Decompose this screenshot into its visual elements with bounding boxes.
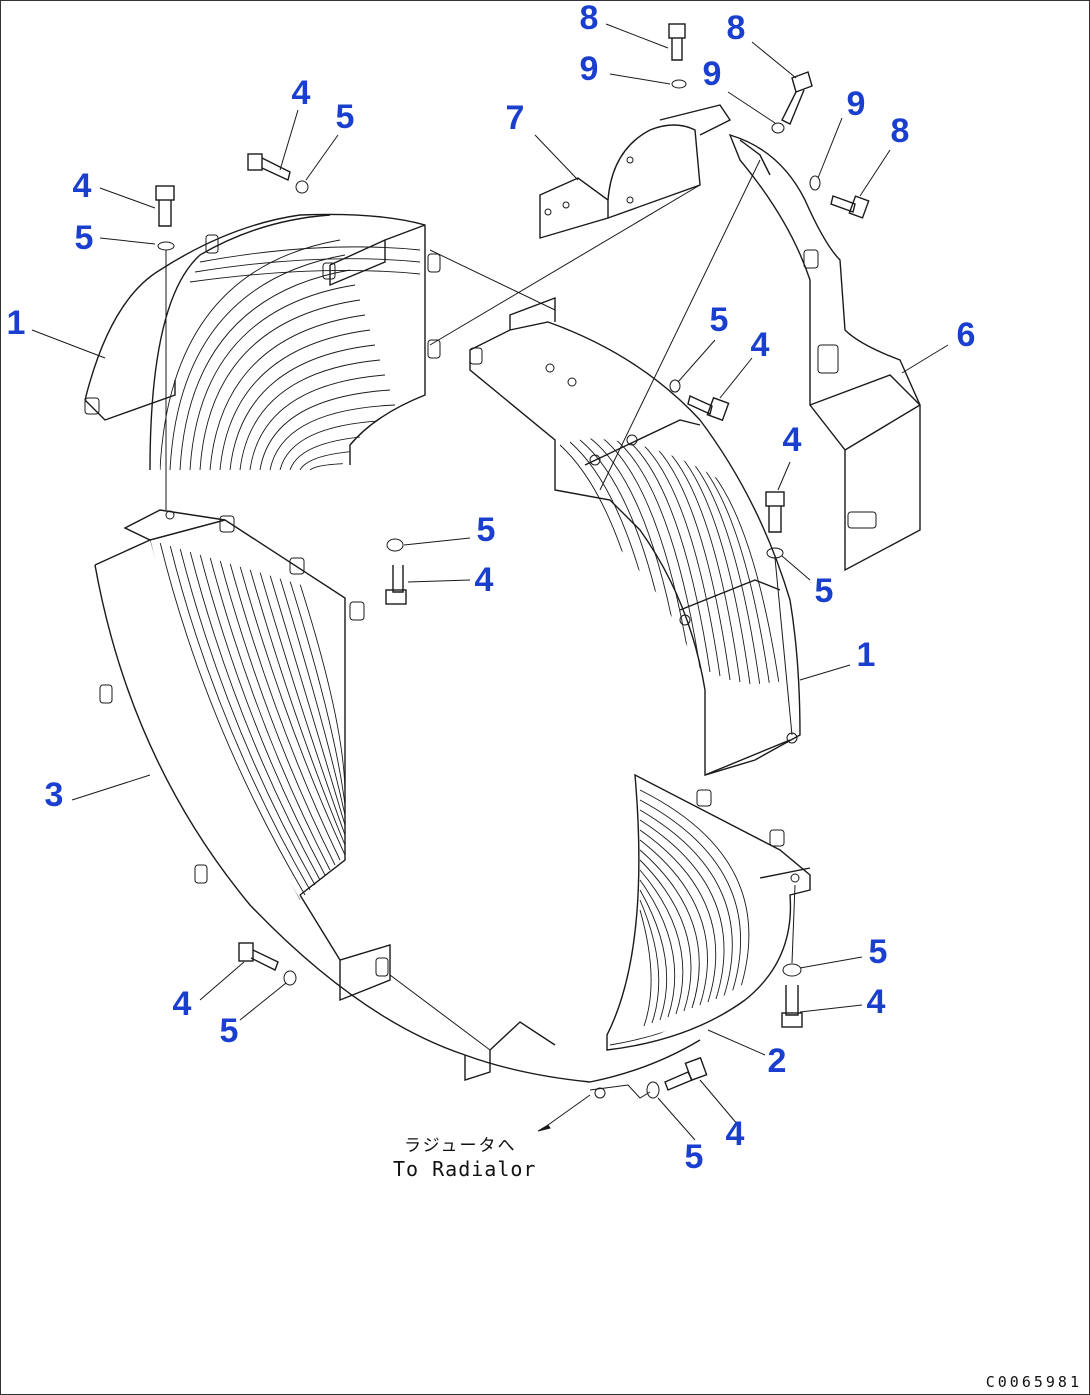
callout-8: 8 — [579, 0, 599, 37]
callout-4: 4 — [782, 421, 802, 459]
bolt-right-8a — [781, 71, 813, 125]
callout-4: 4 — [866, 983, 886, 1021]
fastener-hardware — [155, 23, 870, 1099]
washer-center-5 — [386, 538, 404, 552]
callout-1: 1 — [6, 304, 26, 342]
callout-8: 8 — [890, 112, 910, 150]
callout-4: 4 — [172, 985, 192, 1023]
bolt-left-4 — [155, 185, 175, 227]
part-1-upper-shroud — [84, 213, 441, 471]
part-6-side-bracket — [728, 133, 921, 572]
washer-left-5 — [157, 241, 175, 251]
callout-4: 4 — [474, 561, 494, 599]
callout-5: 5 — [74, 219, 94, 257]
callout-5: 5 — [709, 301, 729, 339]
assembly-line-lower-right — [791, 884, 796, 964]
bolt-top-left-4 — [247, 153, 291, 181]
part-1-right-shroud — [469, 296, 801, 776]
part-7-bracket — [539, 104, 732, 239]
callout-9: 9 — [702, 55, 722, 93]
callout-5: 5 — [476, 511, 496, 549]
callout-4: 4 — [725, 1115, 745, 1153]
callout-7: 7 — [505, 99, 525, 137]
bolt-mid-4 — [687, 395, 730, 422]
bolt-lower-left-4 — [238, 942, 279, 971]
washer-mid-5 — [669, 379, 681, 393]
washer-lower-left-5 — [283, 970, 297, 986]
washer-right-9a — [771, 122, 785, 134]
document-code: C0065981 — [985, 1373, 1082, 1391]
washer-right-9b — [809, 175, 821, 191]
washer-top-9 — [671, 79, 687, 89]
bolt-lower-right-4 — [781, 985, 803, 1028]
callout-5: 5 — [335, 98, 355, 136]
bolt-right-4 — [765, 491, 785, 533]
callout-1: 1 — [856, 636, 876, 674]
bolt-center-4 — [385, 565, 407, 605]
callout-4: 4 — [72, 167, 92, 205]
callout-6: 6 — [956, 316, 976, 354]
callout-5: 5 — [684, 1138, 704, 1176]
callout-5: 5 — [868, 933, 888, 971]
washer-lower-right-5 — [782, 963, 802, 977]
leader-lines — [31, 23, 949, 1141]
part-2-lower-shroud — [589, 773, 811, 1099]
part-3-lower-shroud — [94, 509, 591, 1083]
washer-bottom-5 — [646, 1081, 660, 1099]
callout-5: 5 — [814, 572, 834, 610]
washer-top-left-5 — [295, 180, 309, 194]
radiator-direction-label-jp: ラジュータへ — [404, 1136, 517, 1156]
bolt-bottom-4 — [664, 1056, 708, 1091]
radiator-direction-label-en: To Radialor — [393, 1157, 537, 1181]
callout-9: 9 — [846, 85, 866, 123]
callout-4: 4 — [750, 326, 770, 364]
callout-4: 4 — [291, 74, 311, 112]
callout-5: 5 — [219, 1012, 239, 1050]
assembly-line-right — [774, 557, 793, 736]
callout-2: 2 — [767, 1042, 787, 1080]
bolt-right-8b — [830, 195, 870, 219]
callout-9: 9 — [579, 50, 599, 88]
bolt-top-8 — [668, 23, 686, 61]
assembly-guide-lines — [389, 159, 761, 1132]
callout-3: 3 — [44, 776, 64, 814]
callout-8: 8 — [726, 9, 746, 47]
